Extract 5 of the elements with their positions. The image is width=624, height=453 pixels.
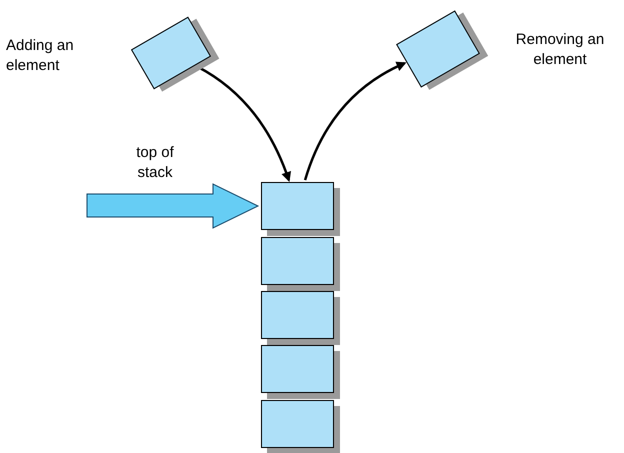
block-arrow [86, 183, 260, 229]
edge-label: top of stack [135, 143, 175, 183]
caption-text: Adding an element [6, 36, 75, 76]
caption-text: Removing an element [514, 30, 606, 70]
curved-arrow [304, 62, 406, 180]
